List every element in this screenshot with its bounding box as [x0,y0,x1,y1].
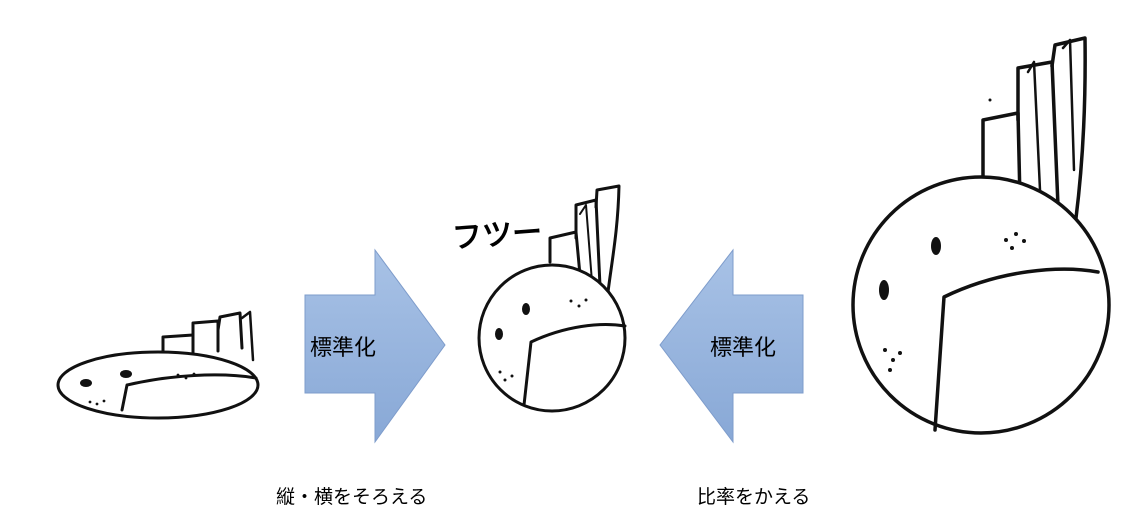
caption-left: 縦・横をそろえる [276,486,428,508]
normal-mascot [477,184,627,413]
center-figure-label: フツー [451,214,544,257]
right-eye-icon [931,237,941,255]
left-eye-icon [80,379,92,387]
arrow-left-shape [659,248,804,444]
arrow-left-label: 標準化 [710,336,777,361]
left-eye-icon [495,328,503,340]
flat-mascot [56,310,260,420]
left-eye-icon [879,280,889,300]
large-mascot [851,36,1111,435]
caption-right: 比率をかえる [697,486,811,508]
arrow-right-label: 標準化 [310,336,377,361]
right-eye-icon [120,370,132,378]
right-eye-icon [522,303,530,315]
arrow-right-shape [304,248,446,444]
